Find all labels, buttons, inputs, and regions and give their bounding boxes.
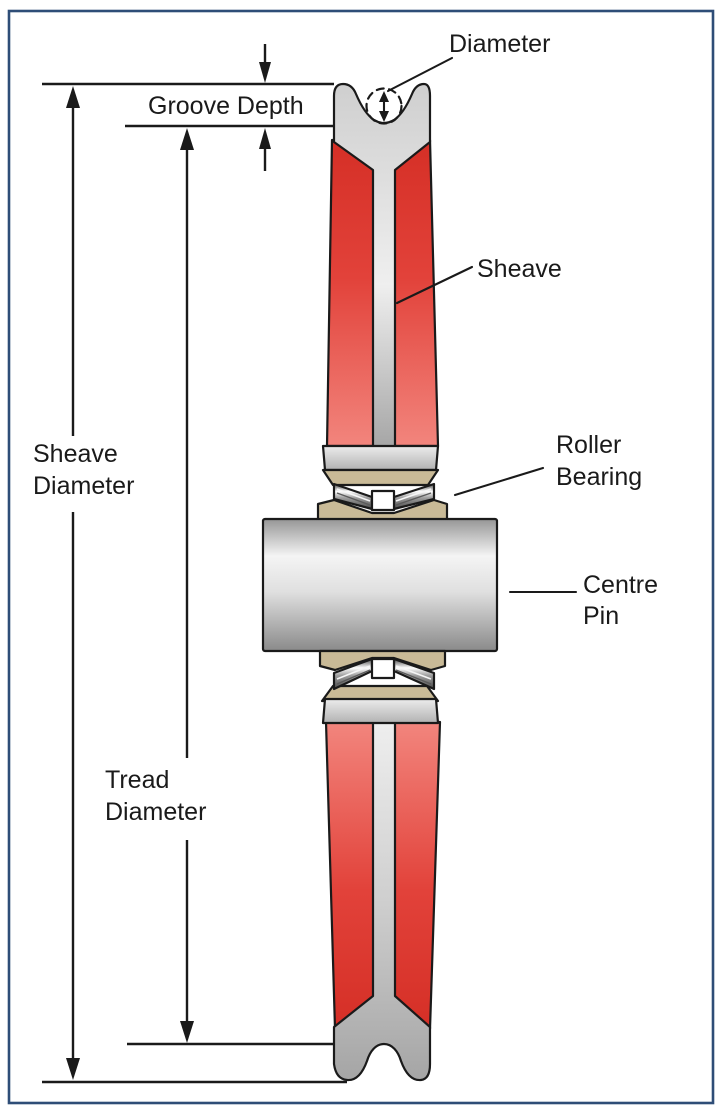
roller-bearing-label-line1: Roller	[556, 431, 621, 459]
upper-bearing-spacer	[370, 489, 396, 512]
arrowhead-down-icon	[180, 1021, 194, 1043]
groove-depth-label: Groove Depth	[148, 92, 304, 120]
sheave-leader-line	[395, 265, 474, 305]
centre-pin-label-line1: Centre	[583, 571, 658, 599]
roller-bearing-label-line2: Bearing	[556, 463, 642, 491]
tread-diameter-label-line1: Tread	[105, 766, 169, 794]
roller-highlight	[395, 488, 432, 502]
roller-bearing-leader-line	[453, 466, 545, 497]
lower-bearing-spacer	[370, 657, 396, 680]
tread-diameter-dimension	[180, 128, 194, 1043]
lower-hub-block	[321, 697, 440, 725]
lower-sheave-groove-rim	[332, 717, 432, 1082]
rope-diameter-circle	[365, 87, 403, 125]
roller-shade	[395, 492, 432, 506]
roller-highlight	[336, 488, 371, 502]
roller-highlight	[395, 665, 432, 680]
groove-depth-dimension	[259, 44, 271, 171]
roller-shade	[336, 492, 371, 506]
centre-pin-label-line2: Pin	[583, 602, 619, 630]
sheave-diameter-label-line2: Diameter	[33, 472, 134, 500]
arrowhead-up-icon	[259, 128, 271, 149]
arrowhead-up-icon	[66, 86, 80, 108]
diameter-label: Diameter	[449, 30, 550, 58]
upper-sheave-groove-rim	[332, 82, 432, 451]
tread-diameter-label-line2: Diameter	[105, 798, 206, 826]
roller-shade	[336, 669, 371, 685]
diameter-leader-line	[386, 56, 454, 93]
centre-pin-body	[261, 517, 499, 653]
arrowhead-down-icon	[259, 62, 271, 83]
arrowhead-down-icon	[66, 1058, 80, 1080]
sheave-diameter-dimension	[66, 86, 80, 1080]
arrowhead-up-icon	[180, 128, 194, 150]
figure-border	[7, 9, 715, 1105]
upper-hub-block	[321, 444, 440, 472]
roller-shade	[395, 669, 432, 685]
sheave-label: Sheave	[477, 255, 562, 283]
lower-bearing-housing	[320, 684, 440, 703]
roller-highlight	[336, 665, 371, 680]
sheave-diameter-label-line1: Sheave	[33, 440, 118, 468]
upper-bearing-housing	[321, 468, 440, 487]
rope-diameter-arrow	[379, 91, 389, 122]
